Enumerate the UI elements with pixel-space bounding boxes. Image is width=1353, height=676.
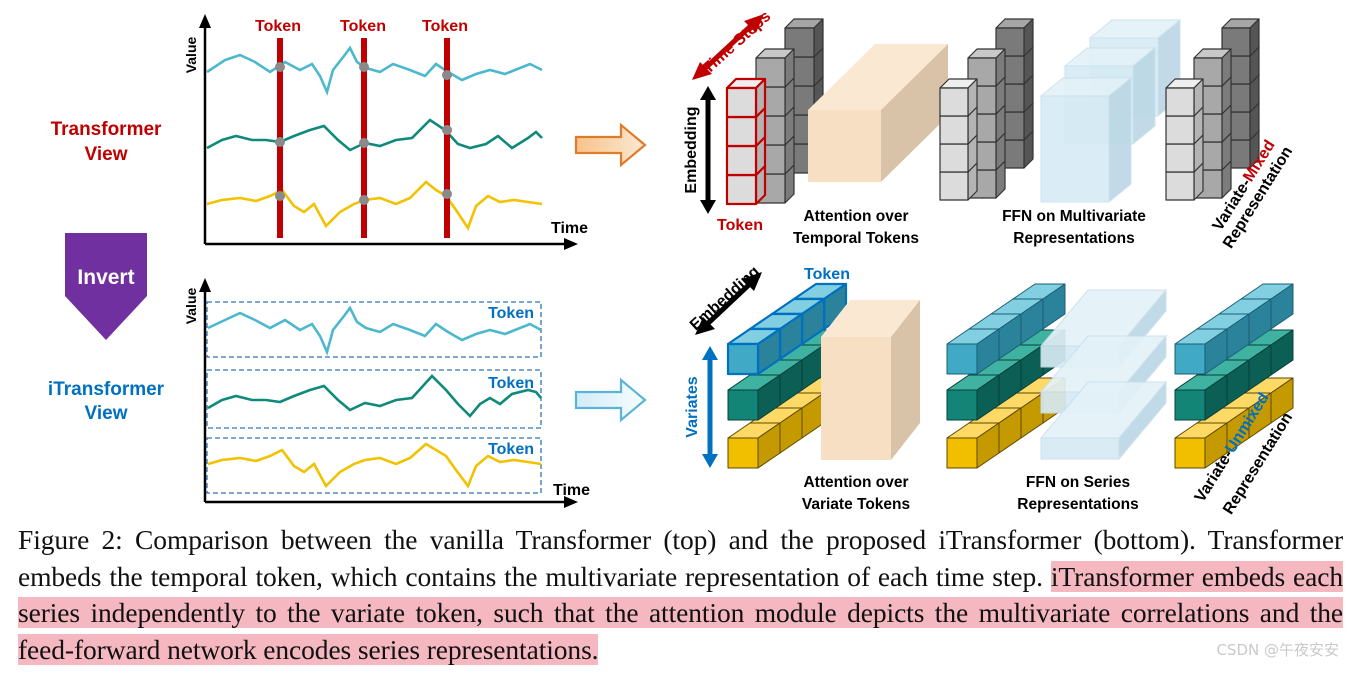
caption-text: Figure 2: Comparison between the vanilla… bbox=[18, 524, 1343, 592]
variate-mixed-stack bbox=[1165, 18, 1260, 201]
temporal-token-stack bbox=[725, 18, 824, 206]
sample-point bbox=[442, 70, 452, 80]
time-token-label-1: Token bbox=[255, 18, 301, 35]
transformer-view-label-line1: Transformer bbox=[51, 119, 162, 140]
attention-variate-label-1: Attention over bbox=[803, 474, 908, 491]
flow-arrow-bottom bbox=[574, 377, 647, 423]
y-axis-arrowhead bbox=[199, 14, 211, 28]
time-token-label-3: Token bbox=[422, 18, 468, 35]
time-steps-arrow bbox=[698, 20, 757, 75]
time-steps-arrowhead-end bbox=[744, 14, 764, 33]
invert-arrow-shape bbox=[65, 233, 147, 340]
flow-arrow-top bbox=[574, 122, 647, 168]
sample-point bbox=[275, 137, 285, 147]
series-line-cyan bbox=[207, 305, 542, 356]
itransformer-pipeline: Embedding Token Variates Attention over … bbox=[684, 263, 1296, 517]
itransformer-view-label-line2: View bbox=[85, 403, 128, 424]
ffn-series-label-2: Representations bbox=[1017, 496, 1138, 513]
sample-point bbox=[442, 189, 452, 199]
x-axis-label: Time bbox=[553, 482, 590, 499]
embedding-label: Embedding bbox=[683, 106, 700, 193]
ffn-multivariate-label-2: Representations bbox=[1013, 230, 1134, 247]
time-steps-arrowhead-start bbox=[692, 62, 712, 80]
ffn-series-plates bbox=[1039, 288, 1168, 461]
sample-point bbox=[359, 62, 369, 72]
temporal-token-caption: Token bbox=[717, 217, 763, 234]
x-axis-arrowhead bbox=[564, 496, 578, 508]
embedding-diag-arrow bbox=[701, 278, 756, 330]
ffn-multivariate-boxes bbox=[1039, 18, 1182, 204]
y-axis-label: Value bbox=[183, 288, 199, 325]
embedding-arrowhead-bottom bbox=[700, 200, 716, 214]
itransformer-view-label-line1: iTransformer bbox=[48, 379, 165, 400]
embedding-diag-arrowhead-start bbox=[695, 317, 715, 335]
x-axis-arrowhead bbox=[564, 238, 578, 250]
variates-label: Variates bbox=[684, 376, 701, 437]
ffn-input-stack bbox=[939, 18, 1034, 201]
time-token-bars: Token Token Token bbox=[255, 18, 468, 238]
variates-arrowhead-top bbox=[702, 346, 718, 360]
embedding-diag-label: Embedding bbox=[687, 263, 763, 334]
attention-temporal-label-1: Attention over bbox=[803, 208, 908, 225]
sample-point bbox=[359, 138, 369, 148]
figure-caption: Figure 2: Comparison between the vanilla… bbox=[18, 522, 1343, 668]
invert-label: Invert bbox=[77, 266, 134, 289]
sample-point bbox=[275, 62, 285, 72]
variate-token-label-2: Token bbox=[488, 375, 534, 392]
temporal-plot: Value Time Token Token Token bbox=[183, 14, 588, 250]
variate-token-box-2 bbox=[206, 369, 542, 429]
transformer-view-label: Transformer View bbox=[51, 119, 162, 165]
invert-arrow: Invert bbox=[65, 233, 147, 340]
embedding-diag-arrowhead-end bbox=[742, 272, 762, 291]
y-axis-label: Value bbox=[183, 37, 199, 74]
time-token-label-2: Token bbox=[340, 18, 386, 35]
transformer-pipeline: Time Steps Embedding Token Attention ove… bbox=[683, 8, 1296, 252]
variate-token-caption: Token bbox=[804, 266, 850, 283]
variate-plot: Value Time Token Token Token bbox=[183, 278, 590, 508]
x-axis-label: Time bbox=[551, 220, 588, 237]
variate-unmixed-stack bbox=[1174, 283, 1294, 469]
y-axis-arrowhead bbox=[199, 278, 211, 292]
attention-box-variate bbox=[821, 300, 920, 460]
series-line-cyan bbox=[206, 45, 543, 96]
transformer-view-label-line2: View bbox=[85, 144, 128, 165]
ffn-series-label-1: FFN on Series bbox=[1026, 474, 1130, 491]
series-line-yellow bbox=[207, 442, 542, 489]
sample-point bbox=[359, 195, 369, 205]
variates-arrowhead-bottom bbox=[702, 454, 718, 468]
attention-variate-label-2: Variate Tokens bbox=[802, 496, 910, 513]
variate-token-label-1: Token bbox=[488, 305, 534, 322]
sample-point bbox=[442, 125, 452, 135]
series-line-teal bbox=[206, 118, 543, 152]
embedding-arrowhead-top bbox=[700, 86, 716, 100]
watermark: CSDN @午夜安安 bbox=[1216, 641, 1339, 659]
attention-temporal-label-2: Temporal Tokens bbox=[793, 230, 919, 247]
ffn-multivariate-label-1: FFN on Multivariate bbox=[1002, 208, 1146, 225]
series-line-teal bbox=[207, 374, 542, 418]
sample-point bbox=[275, 191, 285, 201]
itransformer-view-label: iTransformer View bbox=[48, 379, 165, 424]
variate-token-box-3 bbox=[206, 437, 542, 494]
variate-token-label-3: Token bbox=[488, 441, 534, 458]
attention-box-temporal bbox=[808, 44, 948, 182]
series-line-yellow bbox=[206, 180, 543, 231]
